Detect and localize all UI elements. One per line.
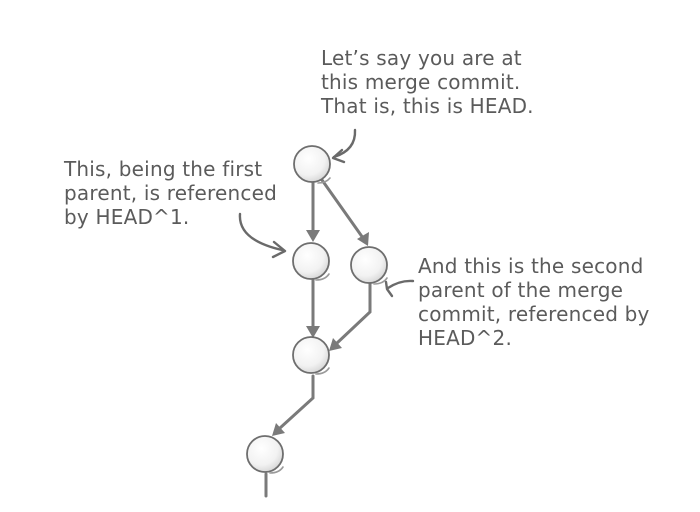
commit-first-parent: [292, 242, 330, 281]
second-parent-annotation-line-3: commit, referenced by: [418, 302, 650, 326]
commit-second-parent: [350, 246, 388, 285]
edge-ancestor-to-root-arrowhead: [272, 423, 285, 436]
commit-ancestor: [292, 336, 330, 375]
head-pointer-arrow: [332, 128, 357, 159]
head-pointer-arrowhead: [331, 148, 346, 164]
first-parent-annotation-line-2: parent, is referenced: [64, 181, 277, 205]
head-annotation: Let’s say you are at this merge commit. …: [321, 46, 534, 118]
first-parent-annotation: This, being the first parent, is referen…: [64, 157, 277, 229]
commit-nodes: [246, 145, 388, 474]
head-annotation-line-3: That is, this is HEAD.: [321, 94, 534, 118]
second-parent-annotation: And this is the second parent of the mer…: [418, 254, 650, 350]
first-parent-pointer-arrowhead: [271, 240, 287, 259]
commit-merge: [293, 145, 331, 184]
second-parent-pointer-arrowhead: [384, 280, 394, 298]
edge-second-parent-to-ancestor-arrowhead: [329, 338, 342, 351]
commit-root: [246, 435, 284, 474]
first-parent-annotation-line-1: This, being the first: [64, 157, 263, 181]
first-parent-annotation-line-3: by HEAD^1.: [64, 205, 190, 229]
second-parent-annotation-line-1: And this is the second: [418, 254, 644, 278]
edge-second-parent-to-ancestor: [334, 282, 372, 346]
edge-ancestor-to-root: [278, 374, 315, 430]
first-parent-pointer-arrow: [238, 212, 284, 252]
second-parent-annotation-line-4: HEAD^2.: [418, 326, 512, 350]
edge-first-parent-to-ancestor-arrowhead: [306, 326, 320, 338]
edge-merge-to-second-parent: [320, 178, 365, 240]
second-parent-pointer-arrow: [386, 279, 415, 290]
edge-merge-to-second-parent-arrowhead: [357, 232, 369, 246]
annotation-pointers: [238, 128, 415, 298]
graph-edges: [264, 178, 372, 498]
second-parent-annotation-line-2: parent of the merge: [418, 278, 624, 302]
head-annotation-line-2: this merge commit.: [321, 70, 521, 94]
head-annotation-line-1: Let’s say you are at: [321, 46, 522, 70]
edge-merge-to-first-parent-arrowhead: [306, 230, 320, 242]
